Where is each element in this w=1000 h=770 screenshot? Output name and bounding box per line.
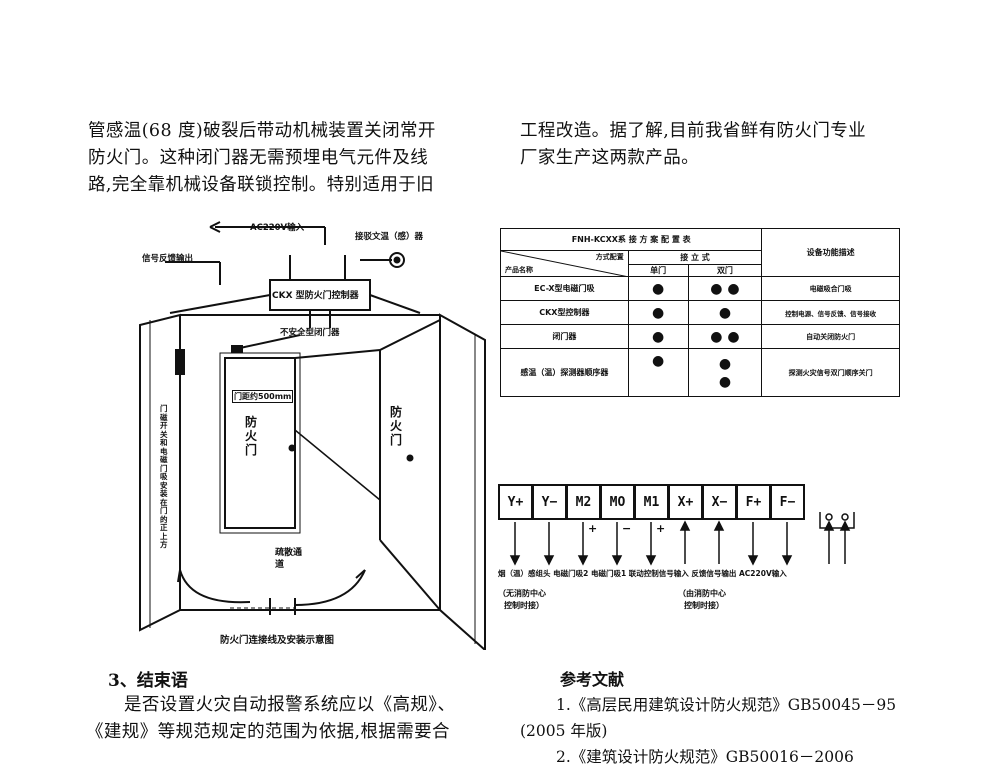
text-line: 管感温(68 度)破裂后带动机械装置关闭常开 — [88, 121, 436, 141]
signal-output-label: 信号反馈输出 — [142, 254, 194, 264]
evacuation-label: 疏散通道 — [275, 548, 303, 570]
single-door-header: 单门 — [627, 264, 689, 277]
table-row: 闭门器 ● ● ● 自动关闭防火门 — [500, 324, 900, 349]
top-right-paragraph: 工程改造。据了解,目前我省鲜有防火门专业 厂家生产这两款产品。 — [520, 118, 866, 172]
note-mid-2: 控制时接） — [684, 601, 724, 610]
reference-item: 2.《建筑设计防火规范》GB50016－2006 — [556, 748, 854, 766]
row-name: EC-X型电磁门吸 — [500, 276, 629, 301]
row-desc: 自动关闭防火门 — [761, 324, 900, 349]
row-desc: 电磁吸合门吸 — [761, 276, 900, 301]
row-single: ● — [627, 276, 689, 301]
terminal-f-minus: F− — [770, 484, 805, 520]
references-heading: 参考文献 — [560, 670, 625, 689]
row-single: ● — [627, 324, 689, 349]
table-row: EC-X型电磁门吸 ● ● ● 电磁吸合门吸 — [500, 276, 900, 301]
references-list: 1.《高层民用建筑设计防火规范》GB50045－95 (2005 年版) 2.《… — [520, 692, 896, 770]
conclusion-paragraph: 是否设置火灾自动报警系统应以《高规》、 《建规》等规范规定的范围为依据,根据需要… — [86, 692, 455, 746]
terminal-wiring — [509, 512, 855, 566]
door-label-right: 防火门 — [390, 405, 403, 447]
row-double: ● — [687, 300, 763, 325]
function-header: 设备功能描述 — [761, 228, 900, 277]
note-left-1: （无消防中心 — [498, 589, 546, 598]
text-line: 《建规》等规范规定的范围为依据,根据需要合 — [86, 722, 450, 742]
row-name: 闭门器 — [500, 324, 629, 349]
table-row: CKX型控制器 ● ● 控制电源、信号反馈、信号接收 — [500, 300, 900, 325]
row-desc: 探测火灾信号双门顺序关门 — [761, 348, 900, 397]
installation-diagram: AC220V输入 信号反馈输出 接驳文温（感）器 CKX 型防火门控制器 不安全… — [120, 210, 500, 650]
door-label-center: 防火门 — [245, 415, 258, 457]
row-double: ● ● — [687, 276, 763, 301]
vertical-note: 门磁开关和电磁门吸安装在门的正上方 — [160, 404, 168, 549]
corner-header-cell: 方式配置 产品名称 — [500, 250, 629, 277]
double-door-header: 双门 — [687, 264, 763, 277]
product-header: 产品名称 — [505, 266, 533, 274]
sign-minus-mo: − — [622, 522, 632, 535]
terminal-bottom-labels: 烟（温）感组头 电磁门吸2 电磁门吸1 联动控制信号输入 反馈信号输出 AC22… — [498, 569, 787, 578]
table-title: FNH-KCXX系 接 方 案 配 置 表 — [499, 228, 763, 251]
install-header: 接 立 式 — [627, 250, 763, 265]
controller-label: CKX 型防火门控制器 — [272, 291, 359, 301]
diagram-caption: 防火门连接线及安装示意图 — [220, 635, 335, 646]
diagonal-line — [501, 251, 629, 277]
row-name: 感温（温）探测器顺序器 — [500, 348, 629, 397]
note-left-2: 控制时接） — [504, 601, 544, 610]
temp-sensor-label: 接驳文温（感）器 — [355, 232, 424, 242]
reference-item: (2005 年版) — [520, 722, 608, 740]
ac-input-label: AC220V输入 — [250, 223, 305, 233]
text-line: 厂家生产这两款产品。 — [520, 148, 699, 168]
diagram-drawing — [139, 221, 486, 650]
sign-plus-m1: + — [656, 522, 666, 535]
row-double: ● ● — [687, 348, 763, 397]
door-gap-label: 门距约500mm — [232, 390, 294, 403]
conclusion-heading: 3、结束语 — [108, 671, 188, 691]
table-row: 感温（温）探测器顺序器 ● ● ● 探测火灾信号双门顺序关门 — [500, 348, 900, 397]
text-line: 是否设置火灾自动报警系统应以《高规》、 — [124, 695, 456, 715]
reference-item: 1.《高层民用建筑设计防火规范》GB50045－95 — [556, 696, 897, 714]
text-line: 路,完全靠机械设备联锁控制。特别适用于旧 — [88, 175, 435, 195]
row-single: ● — [627, 348, 689, 397]
top-left-paragraph: 管感温(68 度)破裂后带动机械装置关闭常开 防火门。这种闭门器无需预埋电气元件… — [88, 118, 436, 199]
mode-header: 方式配置 — [595, 253, 624, 261]
text-line: 工程改造。据了解,目前我省鲜有防火门专业 — [520, 121, 867, 141]
closer-label: 不安全型闭门器 — [280, 328, 340, 338]
note-mid-1: （由消防中心 — [678, 589, 726, 598]
row-single: ● — [627, 300, 689, 325]
configuration-table: FNH-KCXX系 接 方 案 配 置 表 设备功能描述 方式配置 产品名称 接… — [499, 228, 900, 397]
row-desc: 控制电源、信号反馈、信号接收 — [761, 300, 900, 325]
sign-plus-m2: + — [588, 522, 598, 535]
text-line: 防火门。这种闭门器无需预埋电气元件及线 — [88, 148, 429, 168]
row-double: ● ● — [687, 324, 763, 349]
terminal-diagram: Y+ Y− M2 MO M1 X+ X− F+ F− — [498, 484, 898, 624]
row-name: CKX型控制器 — [500, 300, 629, 325]
configuration-table-wrapper: FNH-KCXX系 接 方 案 配 置 表 设备功能描述 方式配置 产品名称 接… — [499, 228, 900, 397]
